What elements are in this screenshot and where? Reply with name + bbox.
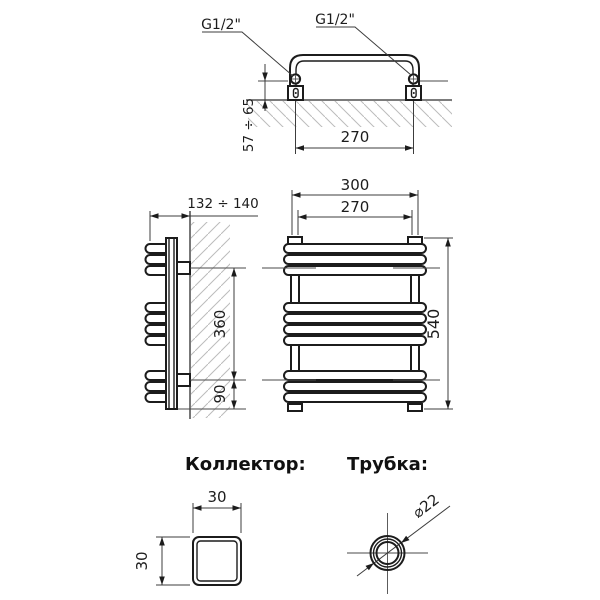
collector-profile-outer xyxy=(192,536,242,586)
top-view: G1/2" G1/2" 57 ÷ 65 270 xyxy=(201,12,452,154)
collector-profile-inner xyxy=(196,540,238,582)
front-view-rungs xyxy=(283,243,427,403)
side-view: 132 ÷ 140 360 90 xyxy=(144,196,259,419)
front-view: 300 270 540 xyxy=(262,176,453,412)
side-view-collector xyxy=(165,237,178,410)
arrowhead xyxy=(262,72,268,81)
arrowhead xyxy=(159,576,165,585)
side-view-bracket-bottom xyxy=(176,373,191,387)
thread-label-right: G1/2" xyxy=(315,12,355,28)
arrowhead xyxy=(405,145,414,151)
collector-heading: Коллектор: xyxy=(185,454,306,475)
arrowhead xyxy=(298,214,307,220)
dim-overall-width-text: 300 xyxy=(341,176,370,194)
tube-mid-circle xyxy=(372,538,403,568)
arrowhead xyxy=(231,371,237,380)
tube-outer-circle xyxy=(369,535,406,571)
arrowhead xyxy=(409,192,418,198)
arrowhead xyxy=(295,145,304,151)
dim-collector-width: 30 xyxy=(192,488,242,533)
top-view-wall-hatch xyxy=(248,101,452,127)
thread-callout-right: G1/2" xyxy=(315,12,412,76)
arrowhead xyxy=(231,400,237,409)
dim-wall-offset: 57 ÷ 65 xyxy=(241,64,268,152)
arrowhead xyxy=(159,537,165,546)
arrowhead xyxy=(232,505,241,511)
top-view-bracket-right xyxy=(405,73,422,101)
dim-front-mounting-width: 270 xyxy=(297,198,413,235)
arrowhead xyxy=(401,535,410,543)
dim-top-mounting-width: 270 xyxy=(295,101,414,154)
dim-wall-offset-text: 57 ÷ 65 xyxy=(241,98,257,152)
side-view-wall-hatch xyxy=(191,222,230,418)
arrowhead xyxy=(262,100,268,109)
arrowhead xyxy=(231,268,237,277)
top-view-bracket-left xyxy=(287,73,304,101)
collector-tab xyxy=(407,403,423,412)
dim-tube-diameter-text: ⌀22 xyxy=(409,490,442,521)
dim-top-mounting-width-text: 270 xyxy=(341,128,370,146)
side-view-tube-loops xyxy=(144,243,168,403)
leader-line xyxy=(316,26,412,76)
collector-tab xyxy=(287,236,303,245)
dim-overall-height: 540 xyxy=(424,237,453,410)
side-view-bracket-top xyxy=(176,261,191,275)
arrowhead xyxy=(403,214,412,220)
arrowhead xyxy=(231,380,237,389)
collector-tab xyxy=(287,403,303,412)
thread-label-left: G1/2" xyxy=(201,17,241,33)
dim-overall-height-text: 540 xyxy=(424,309,443,340)
leader-line xyxy=(202,31,294,77)
top-view-tube-inner xyxy=(295,60,414,93)
dim-bottom-offset-text: 90 xyxy=(211,384,229,403)
dim-front-mounting-width-text: 270 xyxy=(341,198,370,216)
arrowhead xyxy=(365,563,374,571)
top-view-tube-outer xyxy=(289,54,420,93)
arrowhead xyxy=(292,192,301,198)
dim-bracket-spacing-text: 360 xyxy=(211,310,229,339)
arrowhead xyxy=(150,213,159,219)
tube-section: Трубка: ⌀22 xyxy=(347,454,451,594)
dim-depth-text: 132 ÷ 140 xyxy=(187,196,258,212)
arrowhead xyxy=(445,238,451,247)
tube-bore-circle xyxy=(375,541,400,565)
thread-callout-left: G1/2" xyxy=(201,17,294,77)
arrowhead xyxy=(181,213,190,219)
dim-bottom-offset: 90 xyxy=(211,380,237,409)
arrowhead xyxy=(193,505,202,511)
dim-depth: 132 ÷ 140 xyxy=(149,196,259,241)
collector-section: Коллектор: 30 30 xyxy=(133,454,306,586)
dim-collector-height-text: 30 xyxy=(133,551,151,570)
tube-heading: Трубка: xyxy=(347,454,428,475)
dim-collector-height: 30 xyxy=(133,536,190,586)
collector-tab xyxy=(407,236,423,245)
dim-overall-width: 300 xyxy=(291,176,419,235)
dim-bracket-spacing: 360 xyxy=(211,268,237,380)
dim-collector-width-text: 30 xyxy=(207,488,226,506)
arrowhead xyxy=(445,400,451,409)
